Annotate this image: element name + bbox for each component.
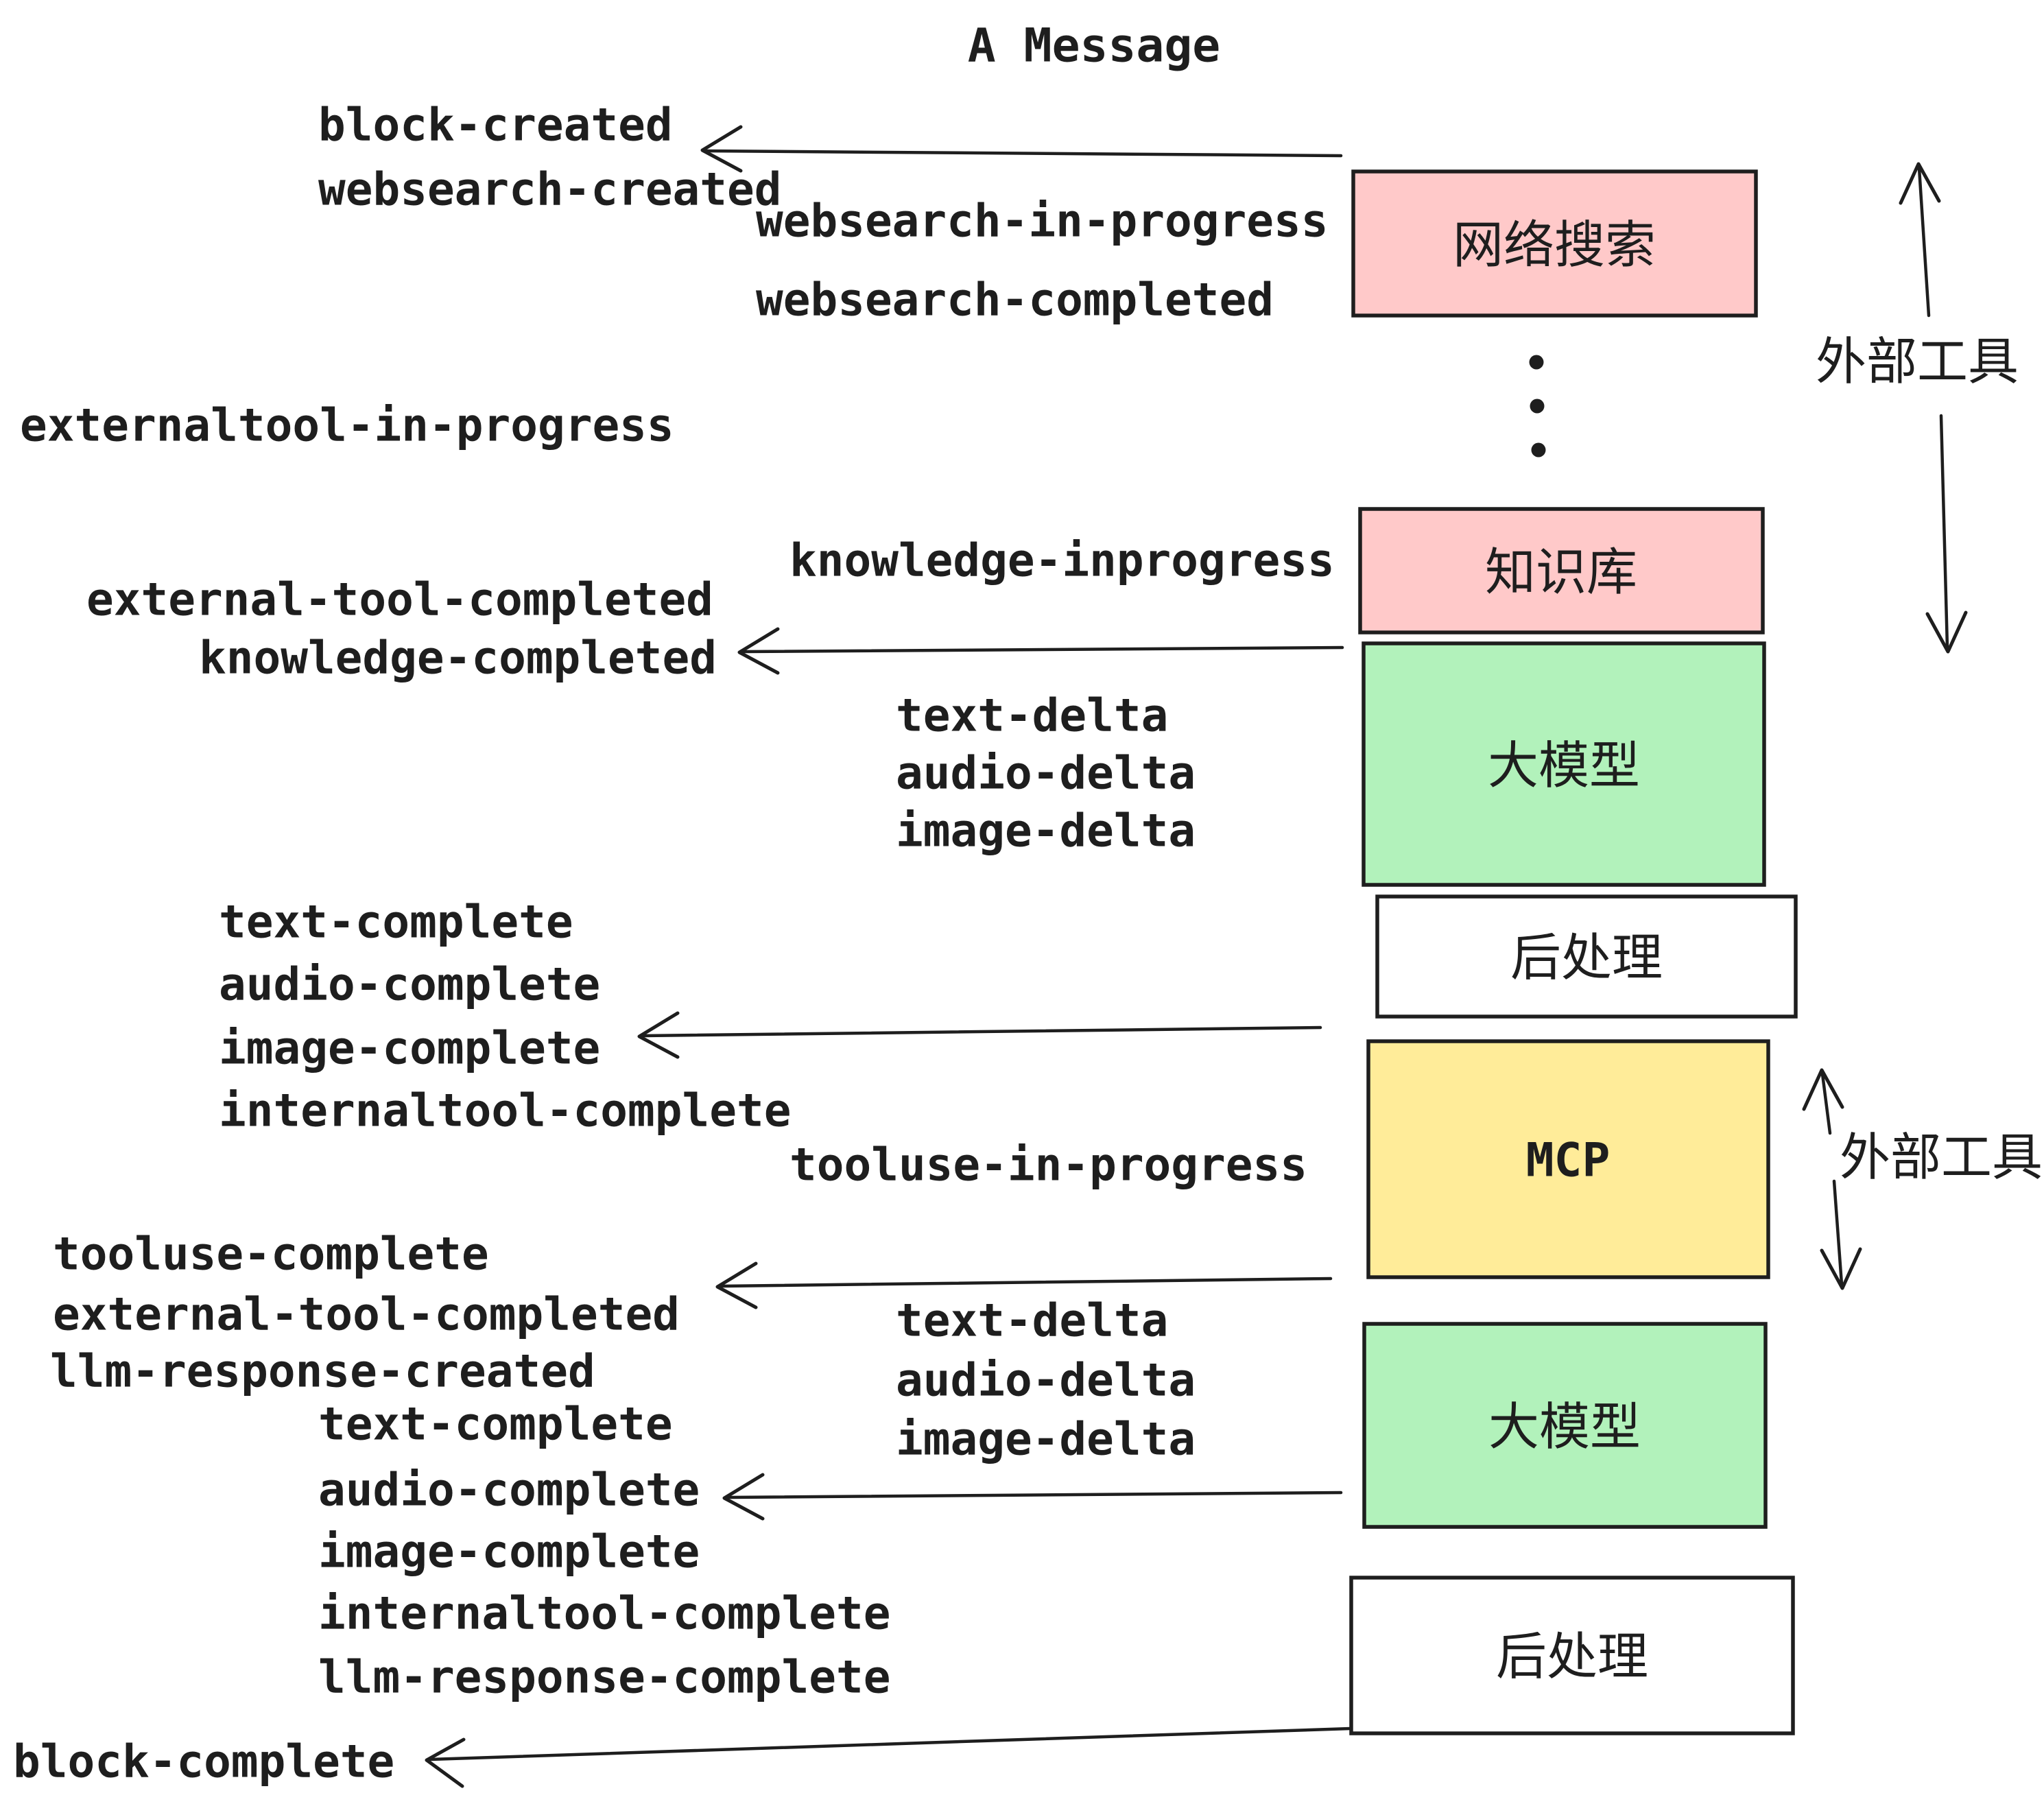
event-internaltool-complete-2: internaltool-complete — [318, 1587, 890, 1640]
event-llm-response-complete: llm-response-complete — [318, 1651, 890, 1704]
event-knowledge-inprogress: knowledge-inprogress — [789, 534, 1335, 587]
event-knowledge-completed: knowledge-completed — [199, 632, 717, 685]
event-text-delta-1: text-delta — [896, 689, 1168, 742]
label-external-tools-top: 外部工具 — [1816, 333, 2019, 390]
event-block-created: block-created — [318, 99, 673, 152]
event-image-complete-1: image-complete — [219, 1022, 600, 1075]
box-knowledge-label: 知识库 — [1485, 544, 1637, 601]
event-audio-delta-2: audio-delta — [896, 1354, 1196, 1407]
event-websearch-completed: websearch-completed — [756, 274, 1274, 327]
double-arrow-external-tools-top — [1899, 162, 1968, 654]
arrow-block-created — [700, 125, 1343, 173]
event-externaltool-in-progress: externaltool-in-progress — [20, 399, 674, 452]
arrow-knowledge-completed — [737, 627, 1344, 675]
box-llm-1: 大模型 — [1362, 641, 1766, 887]
box-mcp: MCP — [1366, 1039, 1770, 1279]
event-websearch-in-progress: websearch-in-progress — [756, 195, 1328, 248]
event-image-delta-2: image-delta — [896, 1413, 1196, 1466]
event-tooluse-complete: tooluse-complete — [53, 1228, 489, 1281]
box-llm-2: 大模型 — [1362, 1322, 1768, 1529]
event-audio-complete-1: audio-complete — [219, 958, 600, 1011]
event-external-tool-completed-2: external-tool-completed — [53, 1288, 680, 1341]
box-postprocess-1-label: 后处理 — [1510, 929, 1663, 986]
arrow-block-complete — [425, 1726, 1352, 1788]
event-websearch-created: websearch-created — [318, 163, 782, 216]
event-image-delta-1: image-delta — [896, 805, 1196, 857]
diagram-title: A Message — [968, 19, 1220, 73]
arrow-audio-complete — [722, 1473, 1343, 1521]
box-mcp-label: MCP — [1526, 1134, 1611, 1188]
event-block-complete: block-complete — [13, 1735, 394, 1788]
event-tooluse-in-progress: tooluse-in-progress — [789, 1139, 1307, 1191]
box-postprocess-2: 后处理 — [1349, 1576, 1795, 1735]
event-image-complete-2: image-complete — [318, 1526, 700, 1578]
event-text-complete-1: text-complete — [219, 896, 573, 949]
box-llm-1-label: 大模型 — [1488, 737, 1640, 794]
event-audio-complete-2: audio-complete — [318, 1464, 700, 1517]
event-internaltool-complete-1: internaltool-complete — [219, 1084, 791, 1137]
box-llm-2-label: 大模型 — [1488, 1399, 1641, 1456]
event-llm-response-created: llm-response-created — [50, 1345, 595, 1398]
box-knowledge: 知识库 — [1358, 507, 1765, 634]
box-websearch-label: 网络搜索 — [1453, 217, 1656, 274]
arrow-tooluse-complete — [715, 1261, 1333, 1309]
ellipsis-dot-1 — [1529, 355, 1544, 370]
label-external-tools-bottom: 外部工具 — [1840, 1129, 2043, 1186]
box-postprocess-1: 后处理 — [1375, 894, 1798, 1019]
ellipsis-dot-2 — [1530, 399, 1545, 414]
double-arrow-external-tools-bottom — [1802, 1068, 1862, 1290]
event-audio-delta-1: audio-delta — [896, 747, 1196, 800]
box-postprocess-2-label: 后处理 — [1496, 1628, 1648, 1685]
box-websearch: 网络搜索 — [1351, 169, 1758, 318]
event-external-tool-completed: external-tool-completed — [86, 573, 713, 626]
event-text-delta-2: text-delta — [896, 1294, 1168, 1347]
event-text-complete-2: text-complete — [318, 1398, 673, 1451]
ellipsis-dot-3 — [1531, 442, 1546, 458]
arrow-image-complete — [637, 1011, 1322, 1059]
